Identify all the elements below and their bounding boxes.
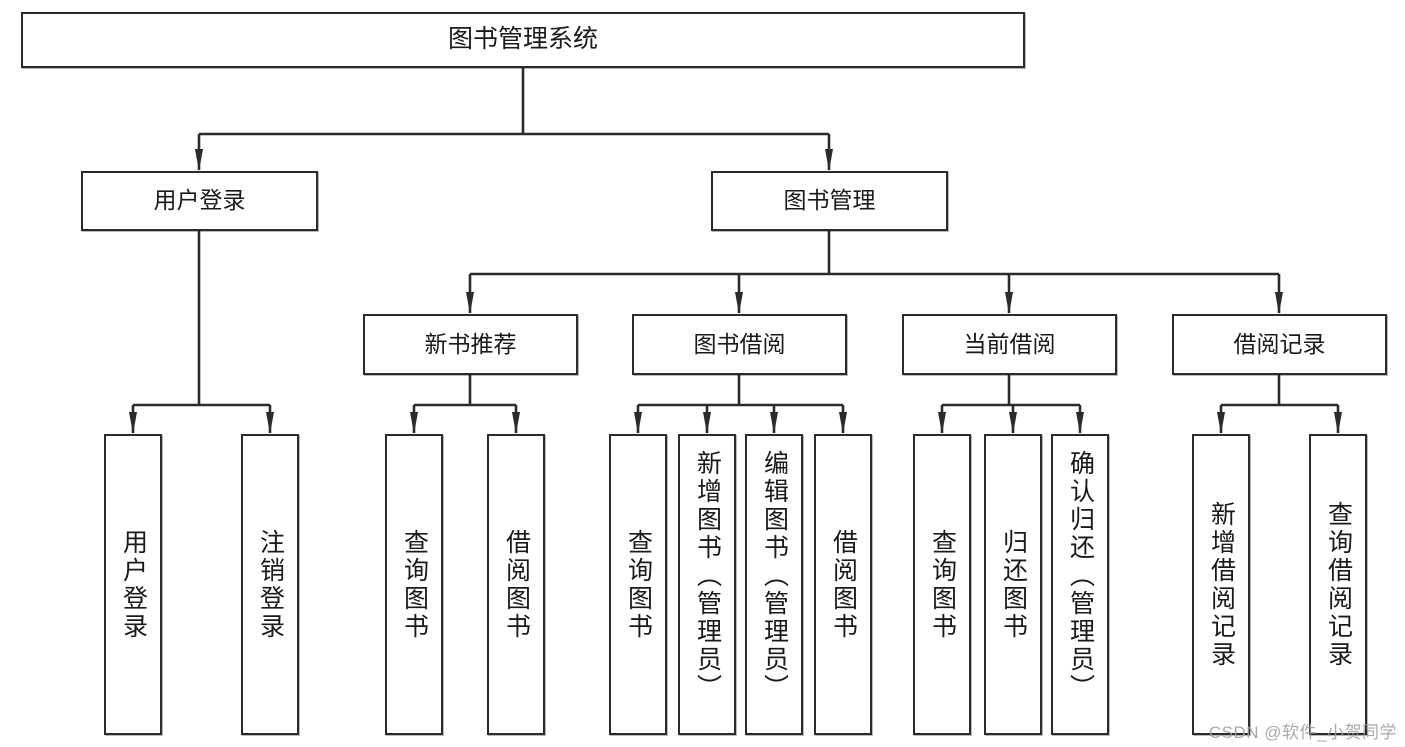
node-label: 查询图书 [400,528,429,641]
node-user-login[interactable]: 用户登录 [81,171,318,231]
node-label: 查询图书 [624,528,653,641]
node-label: 编辑图书（管理员） [760,450,789,702]
node-label: 图书借阅 [693,330,786,357]
node-leaf-return-book[interactable]: 归还图书 [984,434,1042,735]
node-label: 图书管理 [783,187,876,214]
node-label: 查询图书 [928,528,957,641]
node-borrow-record[interactable]: 借阅记录 [1172,314,1387,375]
node-label: 新书推荐 [424,330,517,357]
node-leaf-query-record[interactable]: 查询借阅记录 [1309,434,1367,735]
node-current-borrow[interactable]: 当前借阅 [902,314,1117,375]
node-label: 确认归还（管理员） [1066,450,1095,702]
node-leaf-add-book[interactable]: 新增图书（管理员） [678,434,736,735]
node-label: 图书管理系统 [447,25,598,54]
node-label: 借阅图书 [502,528,531,641]
node-leaf-logout[interactable]: 注销登录 [241,434,299,735]
node-book-borrow[interactable]: 图书借阅 [632,314,847,375]
node-new-book-recommend[interactable]: 新书推荐 [363,314,578,375]
node-leaf-edit-book[interactable]: 编辑图书（管理员） [745,434,803,735]
node-label: 查询借阅记录 [1324,500,1353,669]
node-label: 新增借阅记录 [1207,500,1236,669]
node-label: 注销登录 [256,528,285,641]
node-leaf-query-book-1[interactable]: 查询图书 [385,434,443,735]
node-leaf-add-record[interactable]: 新增借阅记录 [1192,434,1250,735]
node-leaf-borrow-book-1[interactable]: 借阅图书 [487,434,545,735]
node-leaf-query-book-3[interactable]: 查询图书 [913,434,971,735]
node-label: 用户登录 [119,528,148,641]
node-leaf-user-login[interactable]: 用户登录 [104,434,162,735]
node-label: 新增图书（管理员） [693,450,722,702]
node-label: 归还图书 [999,528,1028,641]
node-label: 借阅图书 [829,528,858,641]
node-leaf-query-book-2[interactable]: 查询图书 [609,434,667,735]
node-label: 用户登录 [153,187,246,214]
node-leaf-borrow-book-2[interactable]: 借阅图书 [814,434,872,735]
node-book-manage[interactable]: 图书管理 [711,171,948,231]
node-root-system[interactable]: 图书管理系统 [21,12,1025,68]
node-leaf-confirm-return[interactable]: 确认归还（管理员） [1051,434,1109,735]
node-label: 借阅记录 [1233,330,1326,357]
node-label: 当前借阅 [963,330,1056,357]
